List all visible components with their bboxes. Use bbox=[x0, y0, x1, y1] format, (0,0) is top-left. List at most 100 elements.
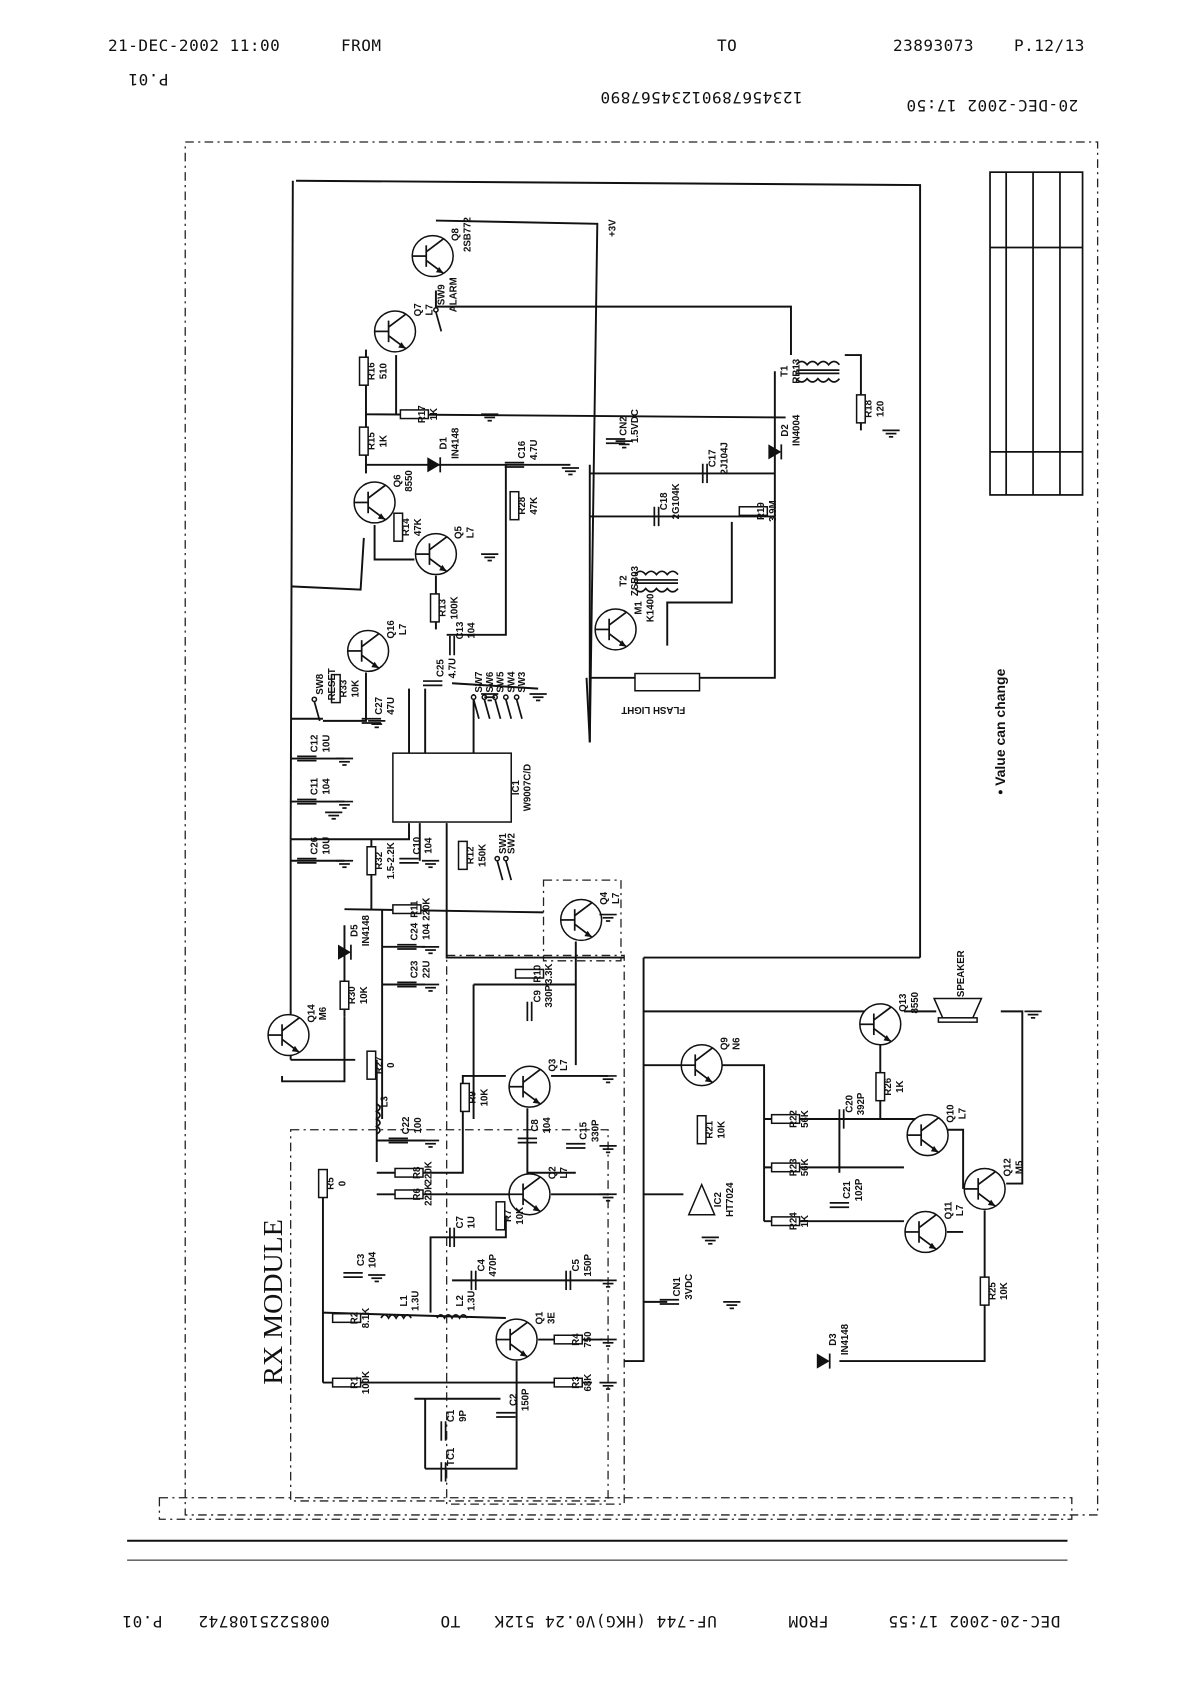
component-value: 10K bbox=[480, 1089, 491, 1107]
component-ref: D2 bbox=[780, 424, 791, 436]
component-ref: Q13 bbox=[898, 993, 909, 1012]
ground-icon bbox=[599, 1381, 617, 1390]
component-value: 750 bbox=[583, 1331, 594, 1347]
fax-to-label: TO bbox=[717, 36, 738, 55]
ground-icon bbox=[1024, 1010, 1042, 1019]
component-value: 3E bbox=[546, 1312, 557, 1324]
component-value: 1.5VDC bbox=[630, 409, 641, 443]
component-ref: C18 bbox=[659, 492, 670, 510]
component-value: 1K bbox=[895, 1081, 906, 1093]
component-value: ZSB03 bbox=[630, 565, 641, 596]
component-ref: R28 bbox=[517, 496, 528, 514]
component-ref: SW6 bbox=[485, 671, 496, 693]
component-ref: R3 bbox=[571, 1376, 582, 1389]
component-ref: Q11 bbox=[943, 1201, 954, 1219]
component-value: 10K bbox=[716, 1121, 727, 1139]
rx-amp-boundary bbox=[446, 954, 625, 1505]
component-value: L7 bbox=[398, 624, 409, 635]
component-value: 56K bbox=[800, 1110, 811, 1128]
switch-sw6: SW6 bbox=[481, 671, 496, 719]
component-value: 104 bbox=[421, 923, 432, 940]
component-ref: Q10 bbox=[945, 1104, 956, 1122]
component-ref: T1 bbox=[780, 365, 791, 377]
component-value: 1K bbox=[378, 435, 389, 447]
component-value: 10U bbox=[321, 837, 332, 855]
component-ref: T2 bbox=[618, 575, 629, 586]
component-value: L7 bbox=[611, 893, 622, 904]
component-value: 150P bbox=[520, 1388, 531, 1411]
component-ref: Q12 bbox=[1002, 1158, 1013, 1176]
component-ref: R19 bbox=[756, 502, 767, 520]
component-value: 3.3K bbox=[544, 964, 555, 984]
ground-icon bbox=[615, 440, 633, 449]
component-value: RESET bbox=[327, 668, 338, 700]
wire bbox=[290, 823, 410, 841]
wire bbox=[526, 1108, 576, 1174]
component-value: L7 bbox=[559, 1060, 570, 1071]
component-ref: C3 bbox=[356, 1253, 367, 1266]
ground-icon bbox=[368, 720, 386, 729]
fax-from-label: FROM bbox=[341, 36, 382, 55]
component-ref: R16 bbox=[367, 362, 378, 380]
ground-icon bbox=[481, 693, 499, 702]
component-ref: R30 bbox=[347, 986, 358, 1004]
component-ref: C13 bbox=[455, 621, 466, 639]
ground-icon bbox=[421, 859, 440, 869]
component-ref: C11 bbox=[310, 777, 321, 795]
component-ref: SW2 bbox=[506, 833, 517, 854]
component-ref: R33 bbox=[339, 679, 350, 697]
wire bbox=[451, 682, 539, 690]
component-ref: C21 bbox=[842, 1181, 853, 1199]
component-ref: R1 bbox=[349, 1376, 360, 1389]
component-value: W9007C/D bbox=[523, 764, 534, 811]
drawing-frame bbox=[127, 141, 1099, 1561]
component-value: 1K bbox=[800, 1215, 811, 1227]
wire bbox=[721, 1064, 766, 1222]
component-ref: CN2 bbox=[618, 416, 629, 435]
component-value: N6 bbox=[731, 1037, 742, 1050]
component-ref: R25 bbox=[987, 1282, 998, 1300]
component-value: IN4004 bbox=[792, 414, 803, 446]
ground-icon bbox=[368, 1274, 386, 1283]
component-value: 3.9M bbox=[768, 500, 779, 522]
component-value: RB13 bbox=[792, 358, 803, 383]
fax-number: 23893073 bbox=[893, 36, 975, 55]
wire bbox=[296, 179, 922, 958]
wire bbox=[699, 371, 776, 679]
component-value: 22U bbox=[421, 961, 432, 979]
switch-sw3: SW3 bbox=[513, 671, 528, 719]
component-ref: D3 bbox=[828, 1333, 839, 1346]
component-value: 2G104K bbox=[671, 483, 682, 519]
